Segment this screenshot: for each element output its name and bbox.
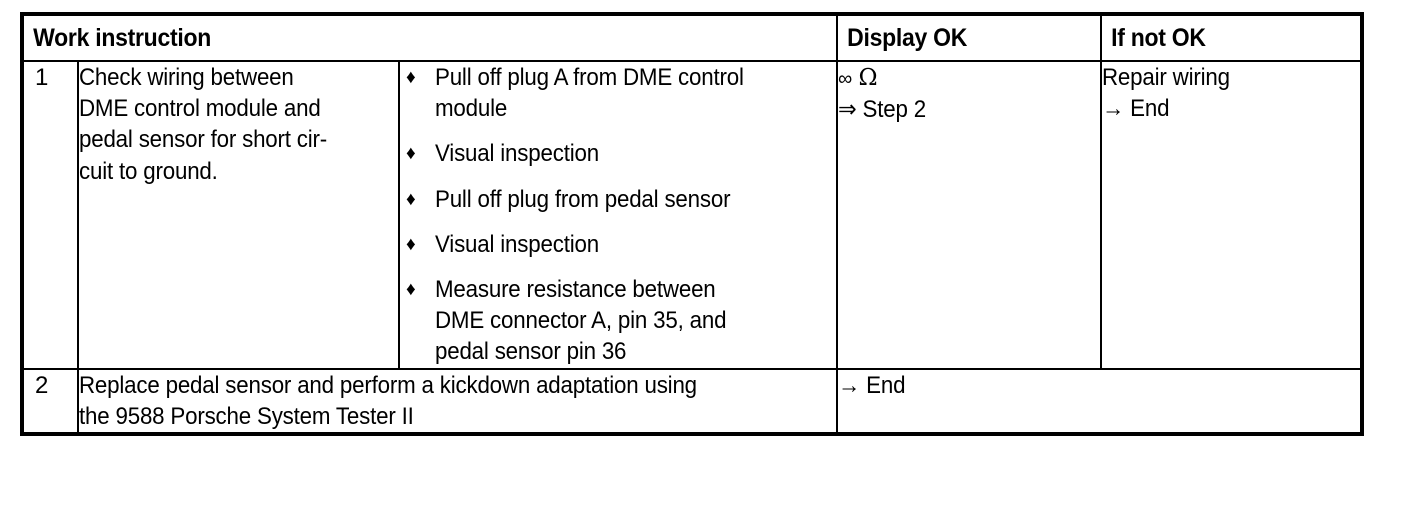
diamond-bullet-icon: ♦	[406, 278, 416, 300]
step-number: 2	[22, 367, 79, 434]
infinity-icon: ∞	[838, 68, 853, 90]
list-item: ♦ Measure resistance between DME connect…	[400, 274, 836, 368]
list-item: ♦ Visual inspection	[400, 138, 836, 169]
diamond-bullet-icon: ♦	[406, 233, 416, 255]
diamond-bullet-icon: ♦	[406, 143, 416, 165]
task-description: Replace pedal sensor and perform a kickd…	[77, 367, 838, 434]
list-item: ♦ Pull off plug from pedal sensor	[400, 184, 836, 215]
step-actions-list: ♦ Pull off plug A from DME control modul…	[400, 62, 836, 368]
header-display-ok: Display OK	[836, 14, 1081, 62]
table-row: 1 Check wiring between DME control modul…	[22, 60, 1362, 370]
task-description: Check wiring between DME control module …	[77, 60, 400, 370]
resistance-reading: ∞ Ω	[838, 62, 1100, 94]
next-step-reference: ⇒ Step 2	[838, 95, 926, 123]
list-item-label: Measure resistance between DME connector…	[435, 275, 727, 366]
step-number: 1	[22, 60, 79, 370]
step-actions-list-cell: ♦ Pull off plug A from DME control modul…	[398, 60, 838, 370]
task-text: Check wiring between DME control module …	[79, 64, 328, 185]
task-text: Replace pedal sensor and perform a kickd…	[79, 371, 697, 430]
table-row: 2 Replace pedal sensor and perform a kic…	[22, 367, 1362, 434]
list-item-label: Pull off plug from pedal sensor	[435, 185, 731, 213]
diamond-bullet-icon: ♦	[406, 188, 416, 210]
table-header-row: Work instruction Display OK If not OK	[22, 14, 1361, 62]
remedy-next-step: → End	[1102, 95, 1170, 123]
ohm-icon: Ω	[858, 65, 878, 91]
diagnostic-procedure-table: Work instruction Display OK If not OK 1 …	[20, 12, 1364, 436]
display-ok-value: ∞ Ω ⇒ Step 2	[836, 60, 1102, 370]
header-if-not-ok: If not OK	[1100, 14, 1342, 62]
diamond-bullet-icon: ♦	[406, 67, 416, 88]
display-ok-value: → End	[836, 367, 1362, 434]
list-item-label: Visual inspection	[435, 140, 599, 168]
if-not-ok-value: Repair wiring → End	[1100, 60, 1362, 370]
list-item-label: Visual inspection	[435, 230, 599, 258]
header-work-instruction: Work instruction	[22, 14, 773, 62]
remedy-action: Repair wiring	[1102, 64, 1230, 91]
list-item-label: Pull off plug A from DME control module	[435, 64, 744, 123]
list-item: ♦ Pull off plug A from DME control modul…	[400, 62, 836, 124]
list-item: ♦ Visual inspection	[400, 229, 836, 260]
final-step-reference: → End	[838, 371, 906, 399]
